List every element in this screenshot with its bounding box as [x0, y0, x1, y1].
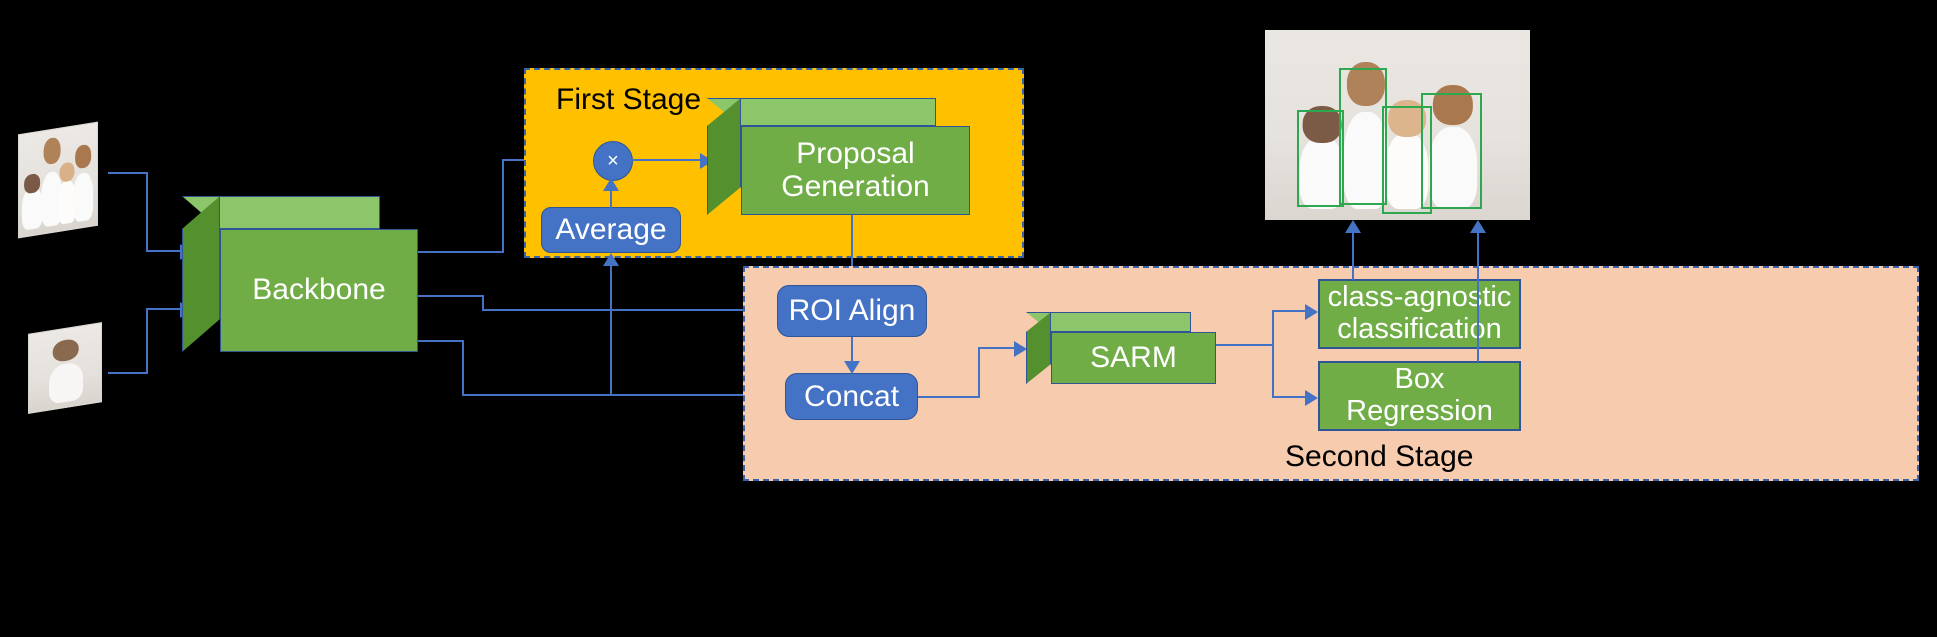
edge-concat-to-sarm-h2 — [978, 347, 1020, 349]
arrow-featuremap-to-average — [603, 253, 619, 266]
box-head-line-1: Box — [1394, 363, 1445, 396]
cls-head-line-2: classification — [1337, 313, 1502, 345]
class-agnostic-classification-head: class-agnostic classification — [1318, 279, 1521, 349]
multiply-icon: × — [593, 141, 633, 181]
query-image — [18, 121, 98, 239]
edge-query-to-backbone-h2 — [146, 250, 186, 252]
arrow-average-to-multiply — [603, 178, 619, 191]
arrow-box-to-output — [1470, 220, 1486, 233]
edge-support-to-backbone-h2 — [146, 308, 186, 310]
proposal-generation-block: Proposal Generation — [707, 98, 970, 215]
box-head-line-2: Regression — [1346, 395, 1493, 427]
cls-head-line-1: class-agnostic — [1327, 281, 1512, 314]
proposal-line-1: Proposal — [796, 137, 915, 171]
edge-roialign-to-concat — [851, 337, 853, 365]
edge-concat-to-sarm-h — [918, 396, 980, 398]
edge-query-to-backbone-v — [146, 172, 148, 252]
edge-support-to-backbone-v — [146, 308, 148, 374]
box-regression-head: Box Regression — [1318, 361, 1521, 431]
edge-sarm-out — [1216, 344, 1274, 346]
edge-concat-to-sarm-v — [978, 347, 980, 398]
edge-backbone-up-v — [502, 160, 504, 253]
edge-query-to-backbone — [108, 172, 148, 174]
edge-sarm-split-v — [1272, 310, 1274, 398]
edge-backbone-lower-v — [462, 340, 464, 395]
backbone-block: Backbone — [182, 196, 418, 352]
edge-sarm-to-box — [1272, 396, 1310, 398]
edge-backbone-to-concat — [462, 394, 787, 396]
edge-multiply-to-proposal — [632, 159, 706, 161]
arrow-roialign-to-concat — [844, 361, 860, 374]
arrow-cls-to-output — [1345, 220, 1361, 233]
support-image — [28, 322, 102, 414]
proposal-line-2: Generation — [781, 169, 930, 203]
result-kitten-1 — [1299, 106, 1345, 209]
arrow-concat-to-sarm — [1014, 341, 1027, 357]
proposal-side-face — [707, 98, 741, 215]
sarm-label: SARM — [1051, 332, 1216, 384]
roi-align-node: ROI Align — [777, 285, 927, 337]
detection-bbox — [1381, 106, 1432, 215]
backbone-label: Backbone — [220, 229, 418, 352]
first-stage-label: First Stage — [556, 83, 702, 116]
edge-backbone-out-lower — [418, 340, 464, 342]
backbone-side-face — [182, 196, 220, 352]
second-stage-label: Second Stage — [1285, 440, 1474, 473]
edge-backbone-to-roialign — [482, 309, 778, 311]
edge-sarm-to-cls — [1272, 310, 1310, 312]
edge-backbone-out-bottom — [418, 295, 484, 297]
result-kitten-4 — [1427, 85, 1480, 209]
concat-node: Concat — [785, 373, 918, 420]
edge-featuremap-to-average — [610, 261, 612, 395]
detection-bbox — [1339, 68, 1387, 205]
edge-average-to-multiply — [610, 186, 612, 210]
result-kitten-2 — [1342, 62, 1390, 209]
arrow-sarm-to-box — [1305, 390, 1318, 406]
arrow-sarm-to-cls — [1305, 304, 1318, 320]
edge-support-to-backbone — [108, 372, 148, 374]
edge-proposal-to-roialign — [851, 215, 853, 277]
edge-box-to-output — [1477, 228, 1479, 362]
proposal-generation-label: Proposal Generation — [741, 126, 970, 215]
proposal-top-face — [707, 98, 936, 126]
edge-cls-to-output — [1352, 228, 1354, 280]
average-node: Average — [541, 207, 681, 253]
edge-backbone-out-top — [418, 251, 504, 253]
sarm-block: SARM — [1026, 312, 1216, 384]
sarm-side-face — [1026, 312, 1051, 384]
detection-bbox — [1296, 109, 1345, 207]
edge-backbone-bottom-v — [482, 295, 484, 311]
detection-result-image — [1265, 30, 1530, 220]
detection-bbox — [1421, 92, 1483, 209]
